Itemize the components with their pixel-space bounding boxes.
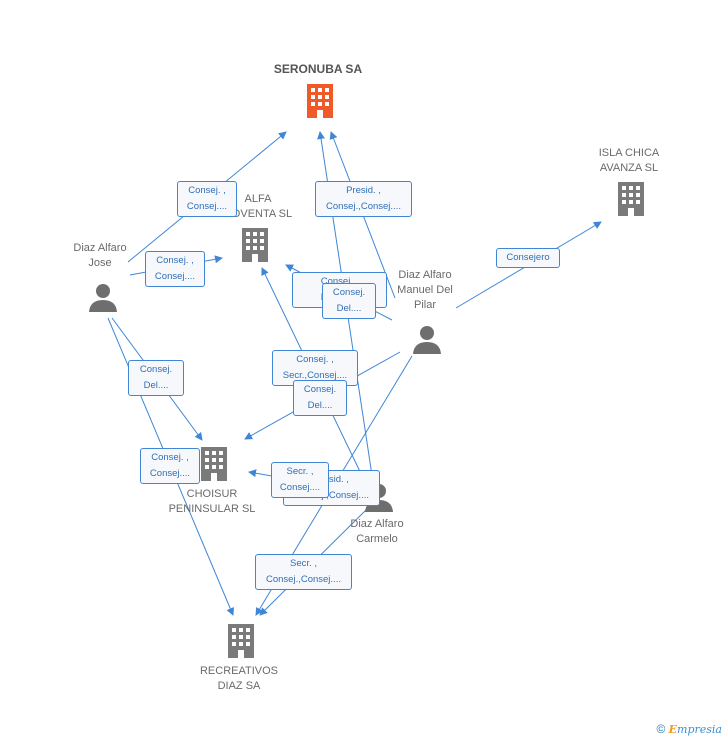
building-icon xyxy=(307,84,333,118)
node-title-line2: AVANZA SL xyxy=(599,162,659,174)
node-seronuba[interactable]: SERONUBA SA xyxy=(258,62,378,77)
edge-label[interactable]: Consej. , Secr.,Consej.... xyxy=(272,350,358,386)
edge-label[interactable]: Secr. , Consej.... xyxy=(271,462,329,498)
node-title-line2: NOVENTA SL xyxy=(223,208,293,220)
node-title-line2: Jose xyxy=(88,257,112,269)
node-title-line1: RECREATIVOS xyxy=(199,665,279,677)
edge-label-line2: Consej.... xyxy=(149,468,191,479)
edge-label-line2: Consej.... xyxy=(279,482,321,493)
edge-label[interactable]: Consej. , Consej.... xyxy=(145,251,205,287)
node-title-line3: Pilar xyxy=(413,299,436,311)
edge-label[interactable]: Consej. , Consej.... xyxy=(140,448,200,484)
edge-label[interactable]: Presid. , Consej.,Consej.... xyxy=(315,181,412,217)
person-icon xyxy=(413,326,441,354)
edge-label-line1: Presid. , xyxy=(346,185,381,196)
node-title: SERONUBA SA xyxy=(273,62,363,76)
footer-brand: © Empresia xyxy=(656,722,722,736)
edge-label-line2: Consej.... xyxy=(186,201,228,212)
edge-label-line2: Consej.,Consej.... xyxy=(294,490,369,501)
node-alfa-noventa[interactable]: ALFA NOVENTA SL xyxy=(208,192,308,222)
edge-label-line1: Consej. , xyxy=(151,452,189,463)
edge-label[interactable]: Consej. Del.... xyxy=(293,380,347,416)
edge-label-line1: Secr. , xyxy=(290,558,317,569)
edge-label-line1: Presid. , xyxy=(314,474,349,485)
brand-logo: Empresia xyxy=(669,723,722,736)
edge-label[interactable]: Consej. Del.... xyxy=(322,283,376,319)
edge-label[interactable]: Secr. , Consej.,Consej.... xyxy=(255,554,352,590)
person-icon xyxy=(89,284,117,312)
node-title-line1: ISLA CHICA xyxy=(598,147,660,159)
building-icon xyxy=(618,182,644,216)
brand-text: mpresia xyxy=(677,723,722,736)
node-title-line1: Diaz Alfaro xyxy=(398,269,452,281)
edge-label-line1: Consej. , xyxy=(296,354,334,365)
edge-label-line2: Del.... xyxy=(336,303,362,314)
edge-label-line2: Secr.,Consej.... xyxy=(282,370,348,381)
node-title-line2: Manuel Del xyxy=(397,284,453,296)
brand-letter: E xyxy=(668,723,678,736)
node-title-line1: ALFA xyxy=(244,193,272,205)
node-choisur[interactable]: CHOISUR PENINSULAR SL xyxy=(152,487,272,517)
node-title-line1: Diaz Alfaro xyxy=(73,242,127,254)
edge-label[interactable]: Consej. , Consej.... xyxy=(177,181,237,217)
edge-label-line2: Consej.,Consej.... xyxy=(326,201,401,212)
node-diaz-jose[interactable]: Diaz Alfaro Jose xyxy=(55,241,145,271)
node-diaz-manuel[interactable]: Diaz Alfaro Manuel Del Pilar xyxy=(380,268,470,313)
building-icon xyxy=(242,228,268,262)
node-title-line2: Carmelo xyxy=(356,533,398,545)
node-title-line1: CHOISUR xyxy=(186,488,238,500)
node-recreativos[interactable]: RECREATIVOS DIAZ SA xyxy=(184,664,294,694)
node-diaz-carmelo[interactable]: Diaz Alfaro Carmelo xyxy=(332,517,422,547)
edge-label-line1: Consej. xyxy=(332,287,366,298)
edge-label-line2: Del.... xyxy=(143,380,169,391)
node-title-line2: DIAZ SA xyxy=(217,680,261,692)
node-title-line1: Diaz Alfaro xyxy=(350,518,404,530)
edge-label-line2: Consej.... xyxy=(154,271,196,282)
edge-label-line1: Consej. , xyxy=(156,255,194,266)
building-icon xyxy=(201,447,227,481)
copyright-symbol: © xyxy=(656,722,666,736)
edge-label-line1: Consej. , xyxy=(320,276,359,287)
edge-label[interactable]: Consej. Del.... xyxy=(128,360,184,396)
edge-label-line1: Consej. xyxy=(303,384,337,395)
node-isla-chica[interactable]: ISLA CHICA AVANZA SL xyxy=(574,146,684,176)
edge-label[interactable]: Consejero xyxy=(496,248,560,268)
edge-label-line2: Consej.,Consej.... xyxy=(266,574,341,585)
node-title-line2: PENINSULAR SL xyxy=(168,503,256,515)
building-icon xyxy=(228,624,254,658)
edge-label-line1: Secr. , xyxy=(286,466,314,477)
edge-label-line1: Consej. xyxy=(139,364,173,375)
edge-label-line1: Consej. , xyxy=(188,185,226,196)
edge-label-line1: Consejero xyxy=(506,252,550,263)
edge-label-line2: Del.... xyxy=(307,400,333,411)
